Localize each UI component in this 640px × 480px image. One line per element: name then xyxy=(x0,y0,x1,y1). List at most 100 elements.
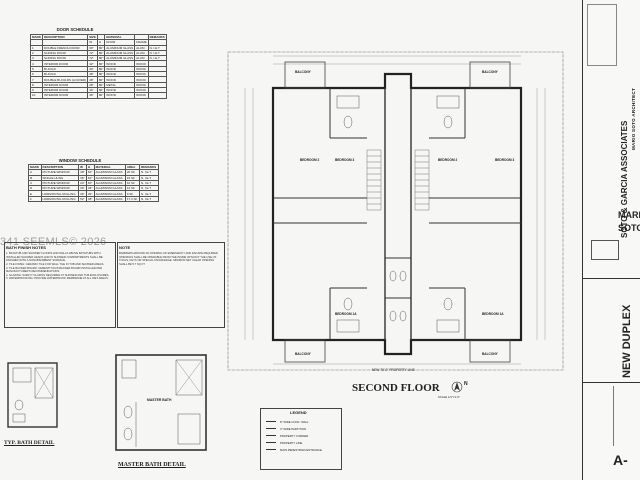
room-balcony-br: BALCONY xyxy=(482,352,498,356)
window-schedule-title: WINDOW SCHEDULE xyxy=(58,158,102,163)
revision-grid xyxy=(613,386,640,446)
door-schedule-cell: DOUBLE BI-FOLDS (LOUVER) xyxy=(41,76,89,83)
north-arrow-label: N xyxy=(464,381,468,387)
seal-box xyxy=(591,240,619,260)
note-title: NOTE xyxy=(119,245,131,250)
room-balcony-bl: BALCONY xyxy=(295,352,311,356)
door-schedule-cell: 80" xyxy=(96,92,106,99)
legend-item-label: PROPERTY LINE xyxy=(280,440,303,445)
title-block: SOTO & GARCIA ASSOCIATES MARIO SOTO ARCH… xyxy=(582,0,640,480)
room-balcony-tr: BALCONY xyxy=(482,70,498,74)
legend-item: PROPERTY CORNER xyxy=(266,432,338,439)
legend-item-label: 4" WIDE PARTITION xyxy=(280,426,307,431)
master-bath-detail-drawing xyxy=(115,354,207,451)
window-schedule-cell: HORIZONTAL ROLLING xyxy=(40,190,80,197)
legend-item: 4" WIDE PARTITION xyxy=(266,425,338,432)
property-line-label: NEW 75'-0" PROPERTY LINE xyxy=(372,368,415,372)
bath-notes-text: 1. BATHTUB AND SHOWER FLOORS AND WALLS A… xyxy=(6,252,110,281)
door-schedule-cell: MARK xyxy=(30,33,43,41)
room-bedroom-3-left: BEDROOM 3 xyxy=(335,158,355,162)
sheet-number: A- xyxy=(613,452,628,468)
legend-swatch xyxy=(266,448,276,451)
window-schedule-cell: F xyxy=(28,195,42,203)
door-schedule-cell: INTERIOR DOOR xyxy=(41,92,89,99)
divider-line-2 xyxy=(583,382,640,383)
sub-firm-name: MARIO SOTO ARCHITECT xyxy=(631,88,636,150)
window-schedule-cell: ALUMINUM GLASS xyxy=(93,195,126,203)
door-schedule-notes xyxy=(36,94,151,152)
door-schedule-cell: ALUMINUM GLASS xyxy=(104,55,136,62)
stamp-box xyxy=(587,4,617,66)
project-name: NEW DUPLEX xyxy=(621,304,633,378)
legend-item-label: MAIN PEDESTRIAN ENTRANCE xyxy=(280,447,322,452)
divider-line xyxy=(583,278,640,279)
master-bath-label: MASTER BATH xyxy=(147,398,172,402)
door-schedule-title: DOOR SCHEDULE xyxy=(56,27,94,32)
north-arrow-icon xyxy=(451,381,463,393)
note-box xyxy=(117,242,225,328)
room-bedroom-2-right: BEDROOM 2 xyxy=(438,158,458,162)
room-balcony-tl: BALCONY xyxy=(295,70,311,74)
legend-item: PROPERTY LINE xyxy=(266,439,338,446)
legend-item: 8" WIDE CONC. WALL xyxy=(266,418,338,425)
window-schedule-cell: ALUMINUM GLASS xyxy=(93,179,126,187)
master-bath-detail-title: MASTER BATH DETAIL xyxy=(118,462,186,468)
typ-bath-detail-title: TYP. BATH DETAIL xyxy=(4,440,55,446)
bath-notes-title: BATH FINISH NOTES xyxy=(6,245,46,250)
window-schedule-cell: HORIZONTAL ROLLING xyxy=(40,195,80,203)
legend-box xyxy=(260,408,342,470)
window-schedule-cell: 17.3 SF xyxy=(124,195,140,203)
window-schedule-cell: ALUMINUM GLASS xyxy=(93,169,126,176)
legend-swatch xyxy=(266,441,276,444)
window-schedule-cell: ALUMINUM GLASS xyxy=(93,174,126,181)
plan-title: SECOND FLOOR xyxy=(352,382,440,394)
second-floor-plan xyxy=(227,51,564,371)
door-schedule-cell: REMARKS xyxy=(147,33,167,41)
legend-item-label: PROPERTY CORNER xyxy=(280,433,309,438)
window-schedule-cell: N. I.E.T xyxy=(138,195,160,203)
room-bedroom-3-right: BEDROOM 3 xyxy=(495,158,515,162)
door-schedule-cell xyxy=(147,92,167,99)
legend-title: LEGEND xyxy=(290,410,307,415)
name-fragment-1: MARIO xyxy=(618,210,640,220)
room-bedroom-1a-right: BEDROOM 1A xyxy=(482,312,504,316)
legend-item-label: 8" WIDE CONC. WALL xyxy=(280,419,309,424)
window-schedule-cell: REMARKS xyxy=(138,163,160,171)
door-schedule-cell: ALUMINUM GLASS xyxy=(104,49,136,57)
legend-swatch xyxy=(266,427,276,430)
legend-swatch xyxy=(266,420,276,423)
bath-notes-box xyxy=(4,242,116,328)
typ-bath-detail-drawing xyxy=(7,362,58,428)
room-bedroom-2-left: BEDROOM 2 xyxy=(300,158,320,162)
door-schedule-cell: WOOD xyxy=(104,92,136,99)
door-schedule-cell: FRAME xyxy=(134,39,149,46)
window-schedule-cell: ALUMINUM GLASS xyxy=(93,190,126,197)
window-schedule-cell: 52" xyxy=(78,195,87,203)
window-schedule-cell: 48" xyxy=(85,195,95,203)
name-fragment-2: SOTO xyxy=(618,223,640,233)
window-schedule-cell: ALUMINUM GLASS xyxy=(93,185,126,192)
plan-scale: SCALE 1/4"=1'-0" xyxy=(438,395,461,399)
note-text: BARRIERS AROUND AN OPENING OF EMERGENCY … xyxy=(119,252,218,266)
door-schedule-cell: ALUMINUM GLASS xyxy=(104,44,136,51)
legend-swatch xyxy=(266,434,276,437)
legend-list: 8" WIDE CONC. WALL 4" WIDE PARTITION PROPE… xyxy=(266,418,338,453)
room-bedroom-1a-left: BEDROOM 1A xyxy=(335,312,357,316)
watermark: 341 SEEMLS© 2026 xyxy=(0,236,107,248)
